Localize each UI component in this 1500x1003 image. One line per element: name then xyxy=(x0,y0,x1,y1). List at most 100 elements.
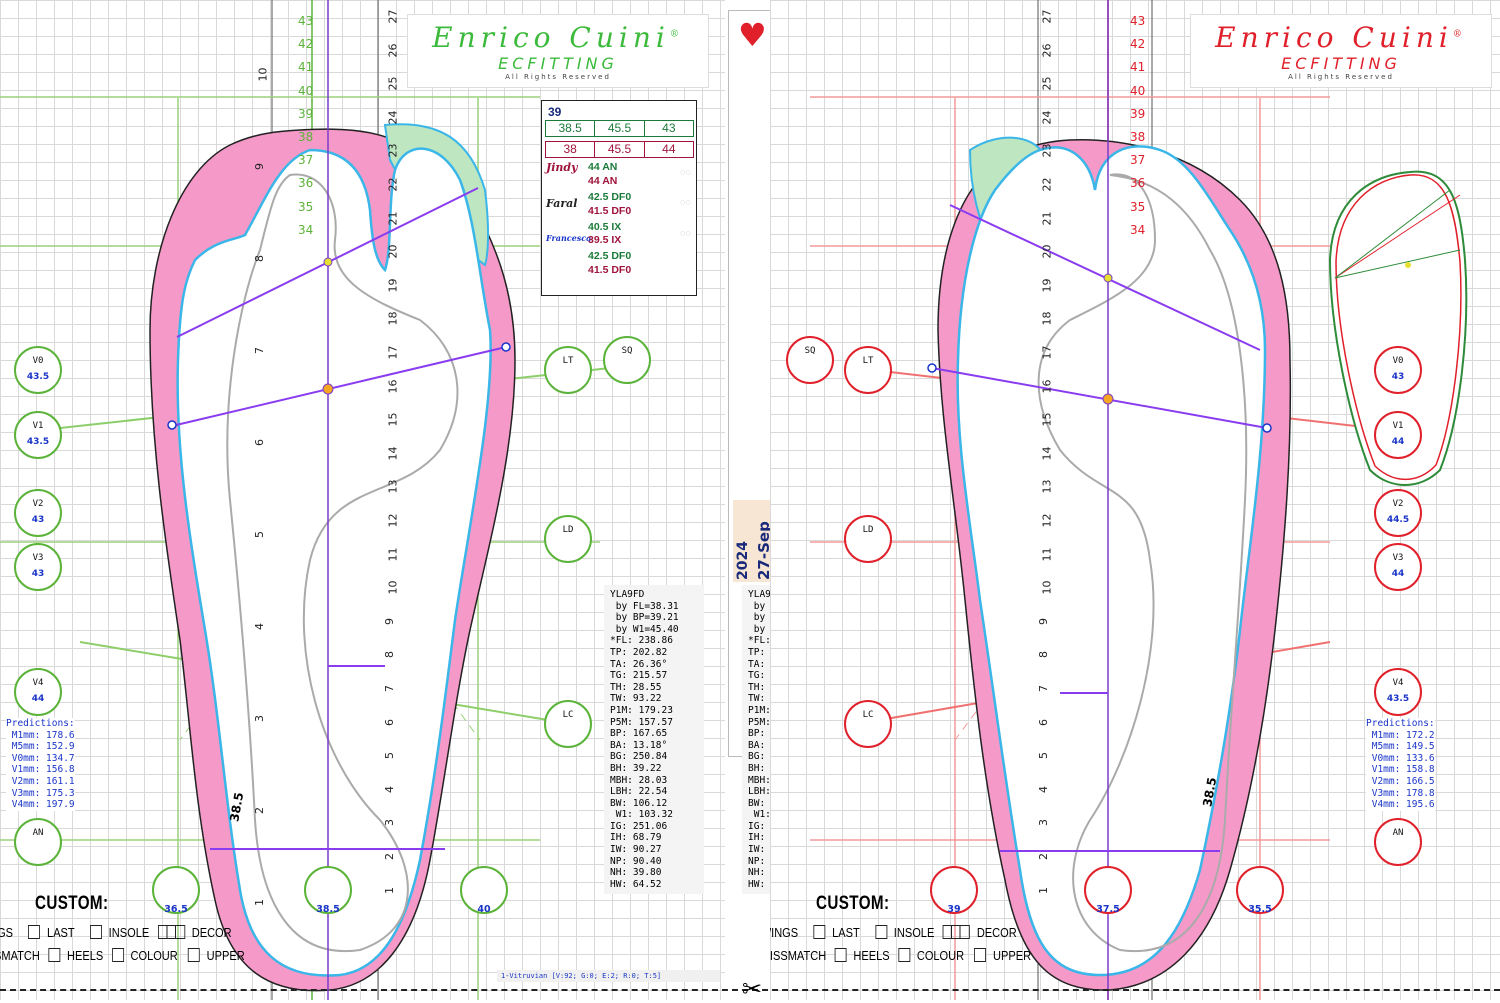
size-tick: 41 xyxy=(298,60,314,75)
circle-bottom[interactable]: 38.5 xyxy=(304,866,352,915)
circle-label: LD xyxy=(862,525,874,535)
circle-lt[interactable]: LT xyxy=(844,346,892,394)
circle-lt[interactable]: LT xyxy=(544,346,592,394)
predictions-title: Predictions: xyxy=(6,718,75,729)
size-tick: 42 xyxy=(1130,37,1146,52)
green-size-row: 38.5 45.5 43 xyxy=(545,120,694,137)
ruler-tick: 6 xyxy=(1037,718,1050,726)
ruler-tick: 7 xyxy=(1037,685,1050,692)
prediction-line: V2mm: 166.5 xyxy=(1366,775,1435,787)
cm-tick: 7 xyxy=(253,347,266,354)
size-box-header: 39 xyxy=(548,105,562,119)
measurement-line: by BP=39.21 xyxy=(610,612,679,624)
ruler-tick: 4 xyxy=(383,785,396,793)
circle-an[interactable]: AN xyxy=(14,818,62,866)
circle-value: 44.5 xyxy=(1386,515,1410,525)
checkbox-triple[interactable] xyxy=(942,925,971,939)
ruler-tick: 23 xyxy=(386,143,400,158)
circle-bottom[interactable]: 40 xyxy=(460,866,508,915)
brand-size-red: 41.5 DF0 xyxy=(588,205,632,217)
prediction-line: V0mm: 133.6 xyxy=(1366,752,1435,764)
brand-size-green: 44 AN xyxy=(588,161,618,173)
size-scale-green: 43 42 41 40 39 38 37 36 35 34 xyxy=(298,10,314,242)
ruler-tick: 21 xyxy=(1040,211,1054,226)
ruler-tick: 26 xyxy=(1040,43,1054,58)
circle-label: LC xyxy=(862,710,874,720)
checkbox[interactable] xyxy=(28,925,41,939)
size-tick: 39 xyxy=(1130,106,1146,121)
checkbox[interactable] xyxy=(875,925,887,939)
option-label: SMATCH xyxy=(0,948,40,963)
ruler-tick: 2 xyxy=(383,853,396,860)
date-year: 2024 xyxy=(735,541,751,580)
circle-value: 43 xyxy=(1391,372,1405,382)
checkbox[interactable] xyxy=(111,948,124,962)
circle-bottom[interactable]: 36.5 xyxy=(152,866,200,915)
measurement-line: NP: 90.40 xyxy=(610,855,662,867)
circle-label: V1 xyxy=(1392,421,1404,431)
checkbox[interactable] xyxy=(813,925,826,939)
ruler-tick: 19 xyxy=(1040,278,1054,293)
circle-lc[interactable]: LC xyxy=(544,700,592,748)
measurement-line: BH: 39.22 xyxy=(610,762,662,774)
ruler-tick: 1 xyxy=(1037,886,1050,894)
measurement-line: P1M: 179.23 xyxy=(610,704,673,716)
checkbox[interactable] xyxy=(974,948,987,962)
circle-bottom[interactable]: 37.5 xyxy=(1084,866,1132,915)
measurements-panel: YLA9FD by FL=38.31 by BP=39.21 by W1=45.… xyxy=(604,585,704,895)
shoe-icon: ◌◌ xyxy=(680,228,691,238)
option-label: DECOR xyxy=(976,925,1017,940)
ruler-tick: 18 xyxy=(386,311,400,326)
brand-francesca: Francesca xyxy=(546,233,592,243)
cm-tick: 3 xyxy=(253,715,266,722)
brand-faral: Faral xyxy=(546,197,578,210)
ruler-tick: 12 xyxy=(1040,513,1054,528)
checkbox[interactable] xyxy=(187,948,200,962)
circle-sq[interactable]: SQ xyxy=(603,336,651,384)
circle-label: V1 xyxy=(32,421,44,431)
checkbox[interactable] xyxy=(48,948,61,962)
size-cell: 38.5 xyxy=(546,121,596,136)
size-cell: 44 xyxy=(662,142,676,156)
circle-an[interactable]: AN xyxy=(1374,818,1422,866)
checkbox[interactable] xyxy=(89,925,102,939)
ruler-tick: 25 xyxy=(386,76,400,91)
circle-label: V4 xyxy=(32,678,44,688)
measurement-line: by W1=45.40 xyxy=(610,623,679,635)
circle-lc[interactable]: LC xyxy=(844,700,892,748)
checkbox-triple[interactable] xyxy=(157,925,185,939)
circle-bottom[interactable]: 35.5 xyxy=(1236,866,1284,915)
measurement-line: by FL=38.31 xyxy=(610,600,679,612)
checkbox[interactable] xyxy=(898,948,911,962)
checkbox[interactable] xyxy=(834,948,847,962)
size-tick: 43 xyxy=(298,14,314,28)
circle-label: V3 xyxy=(1392,553,1404,563)
ruler-tick: 1 xyxy=(383,886,396,894)
circle-sq[interactable]: SQ xyxy=(786,336,834,384)
ruler-tick: 20 xyxy=(1040,244,1054,259)
circle-label: AN xyxy=(1392,828,1404,838)
ruler-tick: 12 xyxy=(386,513,400,528)
ruler-tick: 3 xyxy=(1037,819,1050,827)
circle-ld[interactable]: LD xyxy=(544,515,592,563)
circle-bottom[interactable]: 39 xyxy=(930,866,978,915)
custom-row-1: WINGSLASTINSOLEDECOR xyxy=(770,925,1017,940)
circle-label: SQ xyxy=(621,346,633,356)
registered-mark: ® xyxy=(669,29,684,40)
custom-title: CUSTOM: xyxy=(35,893,109,914)
ruler-tick: 17 xyxy=(386,345,400,360)
circle-ld[interactable]: LD xyxy=(844,515,892,563)
measurement-line: IW: 90.27 xyxy=(610,844,662,856)
brand-size-red: 44 AN xyxy=(588,175,618,187)
